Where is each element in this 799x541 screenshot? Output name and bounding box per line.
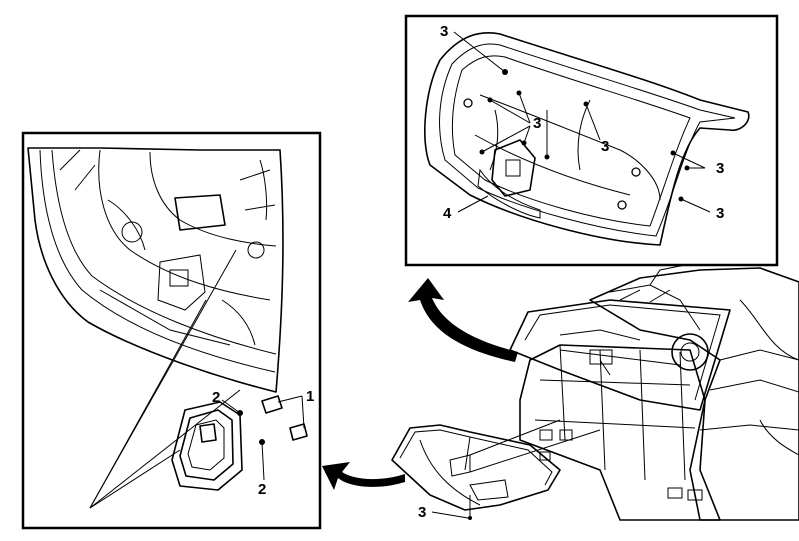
callout-label: 3 [418, 504, 426, 521]
detail-view-trunk-lid [404, 14, 779, 267]
callout-bottom: 3 [418, 504, 469, 521]
vehicle-rear-view [391, 261, 799, 521]
callout-label: 3 [716, 205, 724, 222]
callout-label: 2 [212, 389, 220, 406]
view-arrow-up [408, 278, 518, 362]
top-callouts: 3 3 3 3 3 4 [440, 23, 724, 222]
callout-label: 3 [716, 160, 724, 177]
callout-label: 4 [443, 205, 452, 222]
callout-label: 1 [306, 388, 314, 405]
callout-label: 3 [533, 115, 541, 132]
detail-view-trunk-interior [21, 131, 322, 530]
left-callouts: 1 2 2 [212, 388, 314, 498]
callout-label: 2 [258, 481, 266, 498]
view-arrow-left [322, 462, 405, 490]
callout-label: 3 [601, 138, 609, 155]
callout-label: 3 [440, 23, 448, 40]
